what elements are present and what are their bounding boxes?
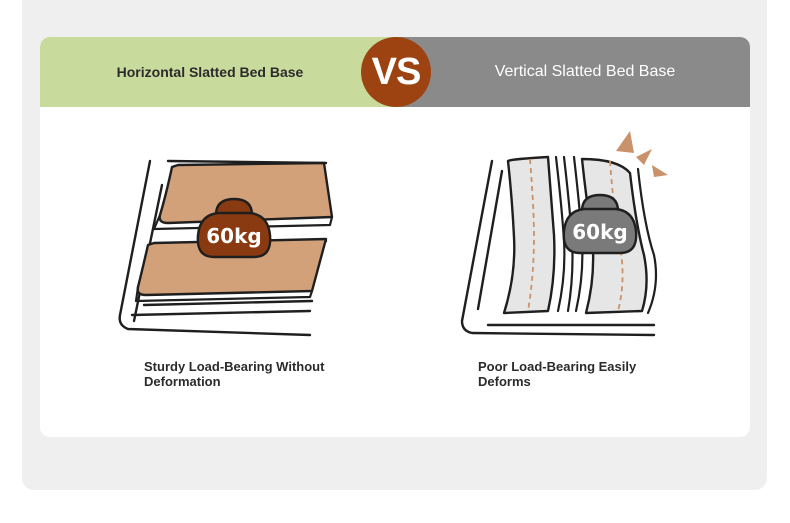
left-weight-label: 60kg [206, 224, 261, 248]
horizontal-slats-illustration: 60kg [118, 159, 334, 337]
vertical-slats-illustration: 60kg [460, 131, 668, 337]
vertical-caption: Poor Load-Bearing Easily Deforms [478, 359, 637, 389]
weight-icon [196, 197, 272, 259]
stress-burst-icon [616, 131, 668, 177]
horizontal-title: Horizontal Slatted Bed Base [116, 64, 304, 80]
vs-badge: VS [361, 37, 431, 107]
horizontal-caption: Sturdy Load-Bearing Without Deformation [144, 359, 325, 389]
vertical-title: Vertical Slatted Bed Base [494, 63, 676, 80]
horizontal-header: Horizontal Slatted Bed Base [40, 37, 400, 107]
weight-icon [562, 193, 638, 255]
vertical-header: Vertical Slatted Bed Base [400, 37, 750, 107]
right-weight-label: 60kg [572, 220, 627, 244]
comparison-card: Horizontal Slatted Bed Base Vertical Sla… [40, 37, 750, 437]
